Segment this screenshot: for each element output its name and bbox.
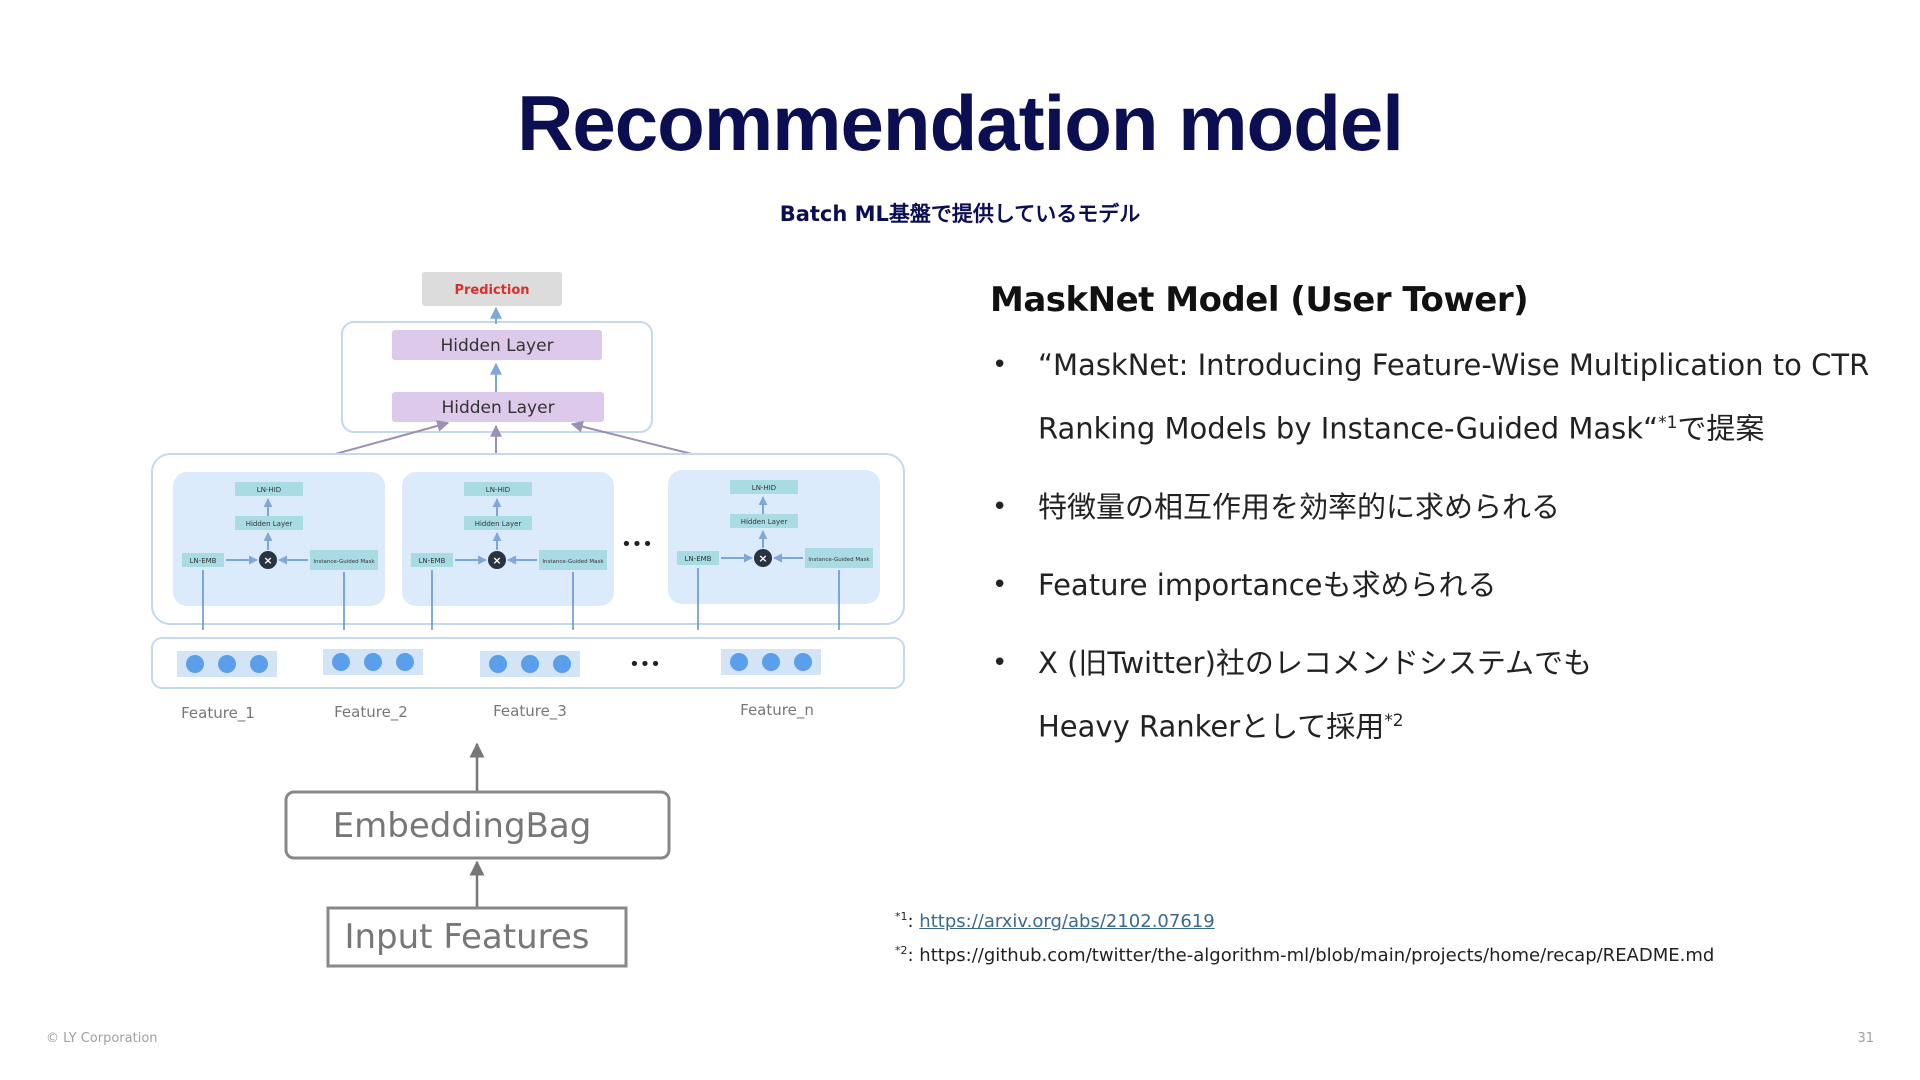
feature-3-embedding [480, 651, 580, 677]
references: *1: https://arxiv.org/abs/2102.07619 *2:… [895, 910, 1714, 978]
block2-ln-hid: LN-HID [486, 486, 510, 494]
masknet-architecture-diagram: Prediction Hidden Layer Hidden Layer LN-… [151, 272, 905, 968]
svg-text:×: × [758, 552, 767, 565]
slide-title: Recommendation model [517, 79, 1404, 167]
prediction-label: Prediction [454, 283, 529, 298]
bullet-paper-footnote: *1 [1658, 413, 1678, 433]
page-number: 31 [1857, 1031, 1874, 1046]
bullet-twitter: • X (旧Twitter)社のレコメンドシステムでも Heavy Ranker… [990, 634, 1870, 756]
bullet-interaction: • 特徴量の相互作用を効率的に求められる [990, 478, 1870, 536]
embedding-bag-label: EmbeddingBag [333, 806, 592, 846]
feature-1-embedding [177, 651, 277, 677]
bullet-importance: • Feature importanceも求められる [990, 556, 1870, 614]
block2-hidden: Hidden Layer [475, 520, 522, 528]
feature-n-embedding [721, 649, 821, 675]
bullet-paper-text: “MaskNet: Introducing Feature-Wise Multi… [1038, 348, 1870, 446]
block3-mask: Instance-Guided Mask [808, 557, 870, 563]
features-ellipsis: ••• [629, 654, 661, 675]
bullet-dot: • [992, 569, 1008, 600]
mask-block-1: LN-HID Hidden Layer LN-EMB Instance-Guid… [173, 472, 385, 630]
blocks-ellipsis: ••• [621, 534, 653, 555]
bullet-twitter-footnote: *2 [1384, 710, 1404, 731]
model-description: MaskNet Model (User Tower) • “MaskNet: I… [990, 280, 1870, 775]
feature-label-1: Feature_1 [181, 704, 255, 723]
bullet-dot: • [992, 491, 1008, 522]
reference-2: *2: https://github.com/twitter/the-algor… [895, 944, 1715, 966]
block2-ln-emb: LN-EMB [419, 557, 446, 565]
prediction-box [422, 272, 562, 306]
hidden-layer-bottom-label: Hidden Layer [441, 398, 554, 418]
bullet-paper-suffix: で提案 [1677, 411, 1765, 446]
block1-mask: Instance-Guided Mask [313, 559, 375, 565]
mask-block-n: LN-HID Hidden Layer LN-EMB Instance-Guid… [668, 470, 880, 630]
reference-1-mark: *1 [895, 910, 908, 923]
svg-text:×: × [263, 554, 272, 567]
input-features-label: Input Features [344, 917, 589, 957]
feature-label-2: Feature_2 [334, 703, 408, 722]
hidden-layer-top [392, 330, 602, 360]
block3-ln-hid: LN-HID [752, 484, 776, 492]
block2-mask: Instance-Guided Mask [542, 559, 604, 565]
feature-label-3: Feature_3 [493, 702, 567, 721]
slide-subtitle: Batch ML基盤で提供しているモデル [779, 202, 1141, 226]
svg-text:×: × [492, 554, 501, 567]
feature-label-n: Feature_n [740, 701, 814, 720]
bullet-importance-text: Feature importanceも求められる [1038, 567, 1497, 602]
hidden-layer-top-label: Hidden Layer [440, 336, 553, 356]
block3-multiply-icon [754, 549, 772, 567]
embedding-bag-box [284, 790, 671, 860]
bullet-dot: • [992, 647, 1008, 678]
reference-2-url: https://github.com/twitter/the-algorithm… [919, 945, 1715, 966]
reference-2-mark: *2 [895, 944, 908, 957]
block1-ln-hid: LN-HID [257, 486, 281, 494]
block1-multiply-icon [259, 551, 277, 569]
block3-hidden: Hidden Layer [741, 518, 788, 526]
bullet-dot: • [992, 350, 1008, 380]
block1-ln-emb: LN-EMB [190, 557, 217, 565]
block2-multiply-icon [488, 551, 506, 569]
reference-1: *1: https://arxiv.org/abs/2102.07619 [895, 910, 1215, 932]
copyright: © LY Corporation [46, 1031, 158, 1046]
feature-2-embedding [323, 649, 423, 675]
hidden-layer-bottom [392, 392, 604, 422]
bullet-twitter-line2: Heavy Rankerとして採用 [1038, 709, 1385, 744]
reference-1-link[interactable]: https://arxiv.org/abs/2102.07619 [919, 911, 1215, 932]
model-title: MaskNet Model (User Tower) [990, 280, 1529, 320]
bullet-paper: • “MaskNet: Introducing Feature-Wise Mul… [990, 336, 1870, 458]
input-features-box [326, 906, 628, 968]
bullet-twitter-line1: X (旧Twitter)社のレコメンドシステムでも [1038, 645, 1593, 680]
bullet-interaction-text: 特徴量の相互作用を効率的に求められる [1038, 489, 1561, 524]
block1-hidden: Hidden Layer [246, 520, 293, 528]
feature-bullet-list: • “MaskNet: Introducing Feature-Wise Mul… [990, 336, 1870, 755]
mask-block-2: LN-HID Hidden Layer LN-EMB Instance-Guid… [402, 472, 614, 630]
block3-ln-emb: LN-EMB [685, 555, 712, 563]
